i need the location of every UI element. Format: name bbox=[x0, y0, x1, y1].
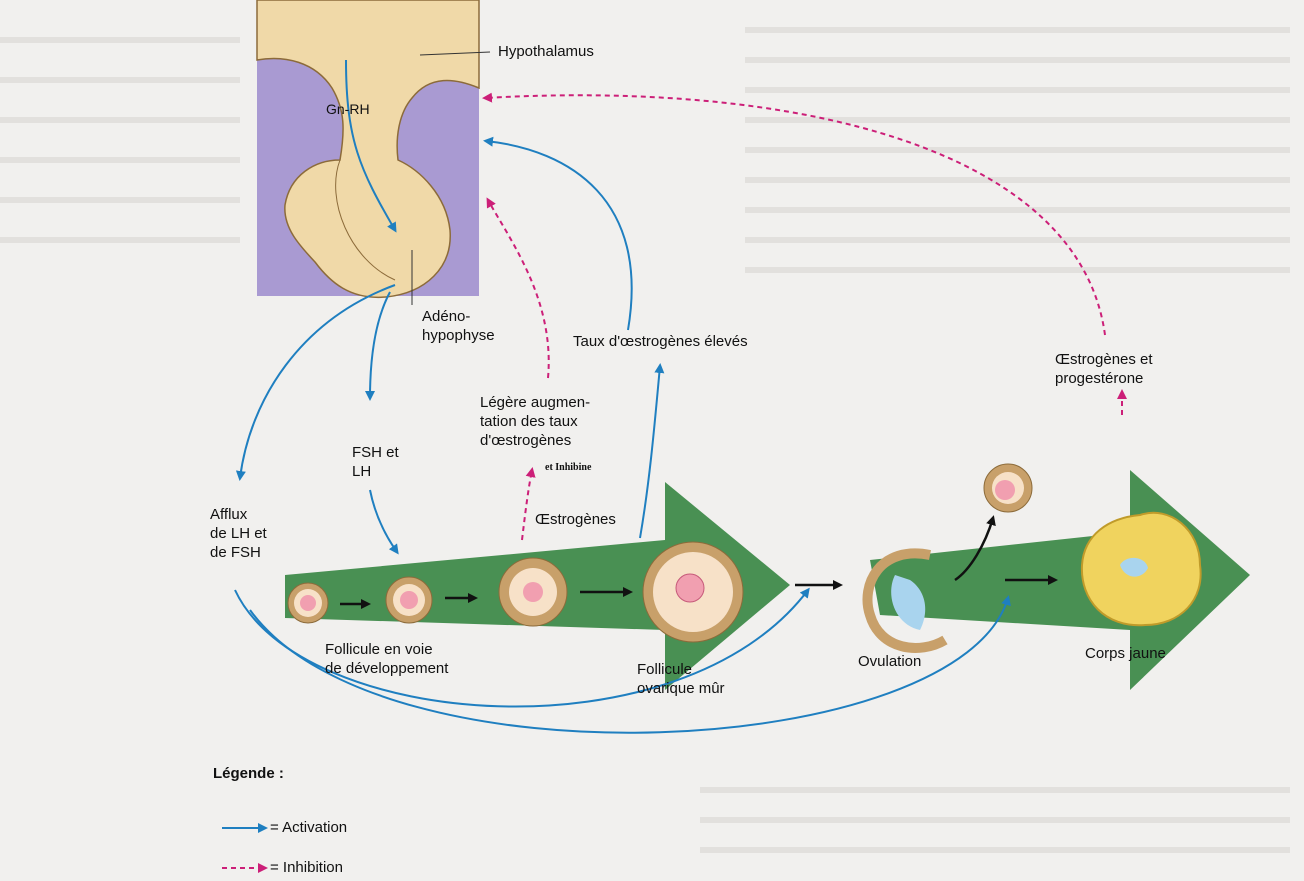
follicule-mur-label: Follicule ovarique mûr bbox=[637, 660, 725, 698]
legend-inhibition-label: = Inhibition bbox=[270, 858, 343, 877]
hypothalamus-label: Hypothalamus bbox=[498, 42, 594, 61]
oestrogenes-label: Œstrogènes bbox=[535, 510, 616, 529]
hypothalamus-pituitary bbox=[257, 0, 490, 305]
legend-title: Légende : bbox=[213, 764, 284, 783]
ovulation-label: Ovulation bbox=[858, 652, 921, 671]
gnrh-label: Gn-RH bbox=[326, 100, 370, 119]
legend-arrows bbox=[222, 828, 265, 868]
taux-eleves-label: Taux d'œstrogènes élevés bbox=[573, 332, 748, 351]
legend-activation-label: = Activation bbox=[270, 818, 347, 837]
background-texture bbox=[0, 30, 1290, 850]
follicule-developpement-label: Follicule en voie de développement bbox=[325, 640, 448, 678]
legere-augmentation-label: Légère augmen- tation des taux d'œstrogè… bbox=[480, 393, 590, 450]
oestrogenes-progesterone-label: Œstrogènes et progestérone bbox=[1055, 350, 1153, 388]
inhibine-label: et Inhibine bbox=[545, 458, 591, 477]
afflux-label: Afflux de LH et de FSH bbox=[210, 505, 267, 562]
fsh-lh-label: FSH et LH bbox=[352, 443, 399, 481]
corps-jaune-label: Corps jaune bbox=[1085, 644, 1166, 663]
adenohypophyse-label: Adéno- hypophyse bbox=[422, 307, 495, 345]
